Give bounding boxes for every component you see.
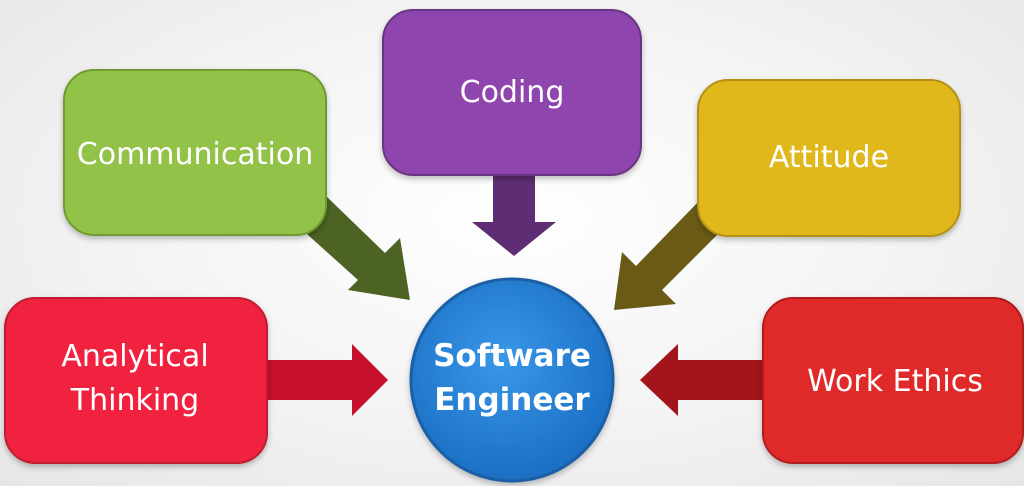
- arrow-coding: [472, 176, 556, 256]
- node-coding: Coding: [382, 9, 642, 176]
- attitude-label: Attitude: [769, 140, 889, 175]
- center-label-line2: Engineer: [434, 382, 590, 418]
- arrow-analytical: [265, 344, 388, 416]
- arrow-communication: [298, 196, 410, 300]
- arrow-attitude: [614, 200, 726, 310]
- coding-label: Coding: [460, 75, 565, 110]
- work-ethics-label: Work Ethics: [807, 364, 983, 399]
- arrow-work-ethics: [640, 344, 765, 416]
- analytical-label: Analytical: [61, 339, 208, 374]
- node-work-ethics: Work Ethics: [762, 297, 1024, 464]
- center-label-line1: Software: [433, 338, 591, 374]
- center-node: Software Engineer: [409, 277, 615, 483]
- communication-label: Communication: [77, 137, 313, 172]
- attitude-box: [697, 79, 961, 237]
- work-ethics-box: [762, 297, 1024, 464]
- node-attitude: Attitude: [697, 79, 961, 237]
- center-circle: [409, 277, 615, 483]
- node-communication: Communication: [63, 69, 327, 236]
- analytical-box: [4, 297, 268, 464]
- thinking-label: Thinking: [70, 383, 199, 418]
- coding-box: [382, 9, 642, 176]
- node-analytical-thinking: Analytical Thinking: [4, 297, 268, 464]
- communication-box: [63, 69, 327, 236]
